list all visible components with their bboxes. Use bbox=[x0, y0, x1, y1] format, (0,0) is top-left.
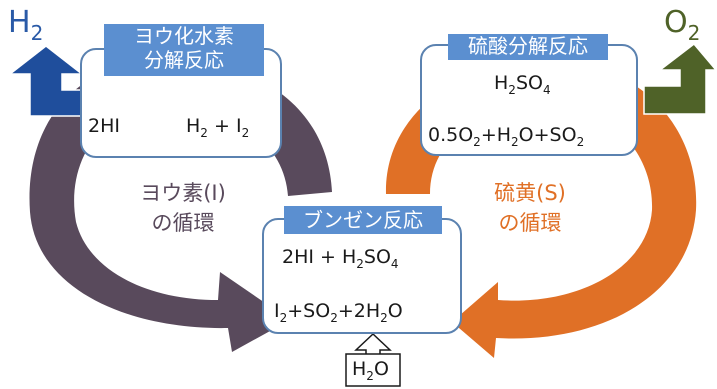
hi-decomposition-title: ヨウ化水素 分解反応 bbox=[104, 24, 264, 76]
o2-output-arrow bbox=[643, 42, 717, 115]
bunsen-products: 2HI + H2SO4 bbox=[282, 246, 399, 271]
bunsen-reactants: I2+SO2+2H2O bbox=[274, 300, 403, 325]
hi-reactant: 2HI bbox=[88, 115, 120, 137]
water-input-label: H2O bbox=[352, 358, 389, 383]
iodine-cycle-label: ヨウ素(I) の循環 bbox=[140, 181, 226, 235]
h2-output-label: H2 bbox=[8, 5, 44, 46]
sulfuric-decomposition-title: 硫酸分解反応 bbox=[448, 34, 608, 60]
water-input-box bbox=[345, 353, 401, 387]
sulfur-cycle-arrow bbox=[385, 59, 697, 359]
o2-output-label: O2 bbox=[664, 5, 701, 46]
bunsen-reaction-title: ブンゼン反応 bbox=[284, 206, 442, 234]
sulfuric-decomposition-box bbox=[420, 44, 638, 156]
sulfur-cycle-label: 硫黄(S) の循環 bbox=[494, 181, 566, 235]
h2-output-arrow bbox=[7, 45, 85, 117]
sulfuric-reactant: H2SO4 bbox=[494, 72, 551, 97]
hi-products: H2 + I2 bbox=[186, 115, 250, 140]
bunsen-reaction-box bbox=[262, 218, 462, 334]
sulfuric-products: 0.5O2+H2O+SO2 bbox=[428, 124, 585, 149]
